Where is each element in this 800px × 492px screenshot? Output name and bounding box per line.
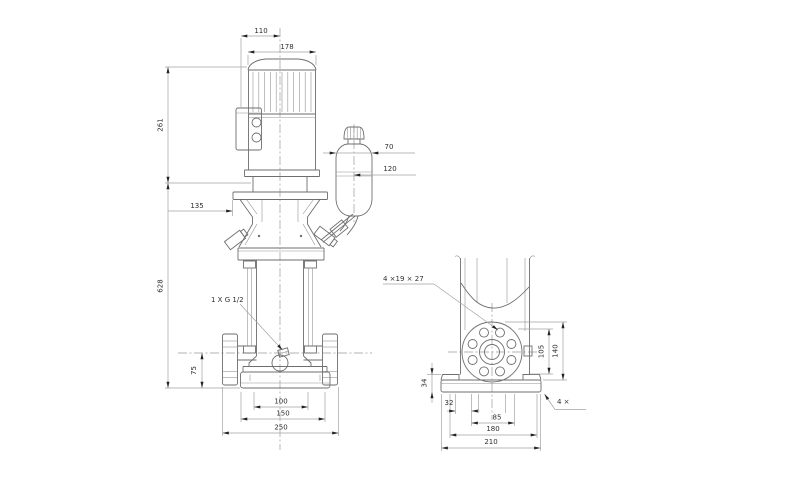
dim-178: 178: [247, 43, 317, 65]
dim-150: 150: [240, 392, 326, 422]
pump-head: [223, 223, 339, 261]
side-sleeve: [454, 255, 536, 375]
dim-label-32: 32: [445, 399, 454, 407]
dim-label-250: 250: [274, 424, 287, 432]
dim-label-261: 261: [157, 118, 165, 131]
motor-top-dome: [247, 58, 317, 71]
motor: [244, 58, 320, 192]
front-view: [222, 58, 373, 389]
dim-label-70: 70: [385, 143, 394, 151]
callout-gauge-port: 1 X G 1/2: [211, 296, 283, 351]
dim-261: 261: [157, 66, 251, 184]
dim-label-85: 85: [493, 414, 502, 422]
dim-label-110: 110: [254, 27, 267, 35]
dim-105: 105: [518, 328, 553, 375]
staybolt-nut-top-right: [304, 260, 317, 269]
base-pad-right: [522, 374, 542, 381]
pump-base-side: [440, 374, 542, 393]
cable-entry-bottom: [251, 132, 262, 143]
dim-label-75: 75: [190, 366, 198, 375]
port-flange-left: [222, 333, 257, 386]
base-pad-left: [440, 374, 460, 381]
vessel-outlet-right: [346, 215, 359, 236]
break-line: [460, 282, 530, 309]
label-anchor-holes: 4 ×: [557, 398, 570, 406]
vent-pipe-line1: [320, 213, 354, 241]
dimensions-front: 110 178 261 628 135 70: [157, 27, 416, 436]
staybolt-nut-bottom-left: [243, 345, 256, 354]
head-plug-boss-right: [313, 225, 339, 248]
flange-outer-circle: [461, 321, 523, 383]
discharge-flange-face: [461, 321, 523, 383]
dim-label-180: 180: [486, 425, 499, 433]
dim-label-34: 34: [421, 378, 429, 387]
gauge-tapping: [271, 347, 290, 372]
gauge-plug: [277, 347, 290, 358]
dim-180: 180: [450, 425, 537, 437]
dim-label-140: 140: [552, 344, 560, 357]
dim-label-628: 628: [157, 279, 165, 292]
vessel-cap: [343, 126, 365, 140]
callout-flange-holes: 4 ×19 × 27: [383, 275, 499, 331]
flange-hub-circle: [479, 339, 505, 365]
centerlines: [178, 28, 540, 450]
cable-entry-top: [251, 117, 262, 128]
pump-base-front: [240, 366, 331, 389]
label-flange-holes: 4 ×19 × 27: [383, 275, 424, 283]
dimensions-side: 4 ×19 × 27 34 105 140 4 ×: [383, 275, 586, 451]
dim-85: 85: [471, 414, 515, 425]
dim-label-210: 210: [484, 438, 497, 446]
dim-75: 75: [190, 353, 204, 388]
staybolt-nut-bottom-right: [304, 345, 317, 354]
dim-70: 70: [323, 143, 415, 155]
dim-label-100: 100: [274, 398, 287, 406]
air-vessel: [320, 126, 373, 243]
dim-label-105: 105: [538, 345, 546, 358]
dim-label-135: 135: [190, 202, 203, 210]
head-plug-boss-left: [223, 228, 249, 251]
dim-250: 250: [222, 387, 339, 436]
dim-100: 100: [253, 392, 309, 410]
terminal-box: [235, 107, 262, 151]
callout-anchor-holes: 4 ×: [544, 393, 586, 410]
gauge-boss-circle: [271, 354, 289, 372]
dim-140: 140: [505, 321, 567, 381]
side-view: [440, 255, 542, 393]
dim-label-150: 150: [276, 410, 289, 418]
dim-210: 210: [441, 438, 541, 450]
vessel-cap-threads: [346, 127, 361, 139]
fan-cover-fins: [252, 72, 312, 112]
motor-stool: [232, 191, 328, 224]
stool-plate: [232, 191, 328, 200]
side-tag: [523, 345, 533, 357]
dim-120: 120: [354, 165, 416, 177]
chamber-stack: [243, 260, 317, 367]
dim-628: 628: [157, 183, 240, 389]
vent-pipe-union: [329, 219, 349, 238]
label-gauge-port: 1 X G 1/2: [211, 296, 244, 304]
dim-32: 32: [445, 399, 480, 413]
dim-label-120: 120: [383, 165, 396, 173]
dim-110: 110: [240, 27, 280, 107]
dim-135: 135: [168, 200, 233, 216]
flange-bolt-holes: [467, 327, 517, 377]
dim-label-178: 178: [280, 43, 293, 51]
flange-bore-circle: [484, 344, 500, 360]
staybolt-nut-top-left: [243, 260, 256, 269]
vent-pipe-line2: [322, 215, 356, 243]
dim-34: 34: [421, 363, 441, 403]
